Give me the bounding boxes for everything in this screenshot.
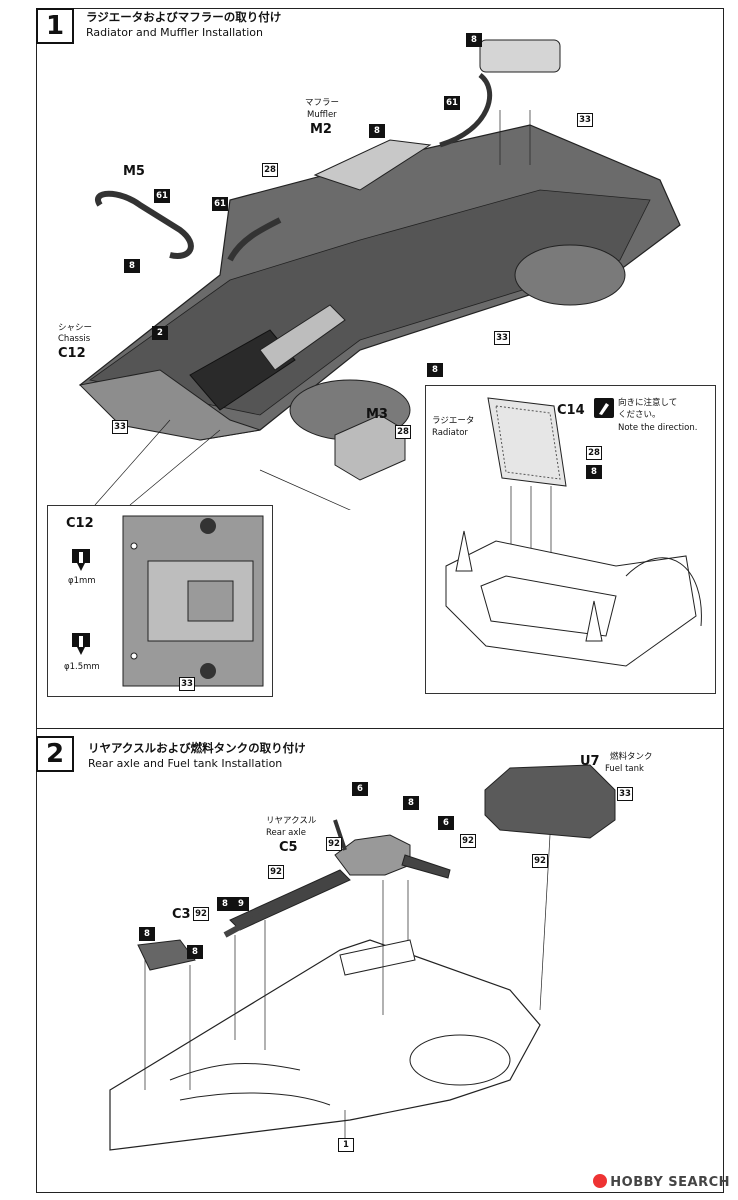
- part-code-c3: C3: [172, 907, 191, 922]
- fuel-tank-label-en: Fuel tank: [605, 764, 644, 774]
- drill-icon: [72, 633, 90, 655]
- badge-6: 6: [352, 782, 368, 796]
- part-code-u7: U7: [580, 754, 600, 769]
- drill-size-2: φ1.5mm: [64, 662, 100, 672]
- muffler-label-jp: マフラー: [305, 98, 340, 108]
- inset-code-c12: C12: [66, 516, 94, 531]
- badge-8: 8: [466, 33, 482, 47]
- badge-8: 8: [427, 363, 443, 377]
- section-divider: [36, 728, 724, 729]
- part-code-m2: M2: [310, 122, 332, 137]
- page-frame: [36, 8, 724, 1193]
- part-code-c14: C14: [557, 403, 585, 418]
- muffler-label-en: Muffler: [307, 110, 337, 120]
- step-1-title: ラジエータおよびマフラーの取り付け Radiator and Muffler I…: [86, 10, 281, 40]
- badge-33: 33: [179, 677, 195, 691]
- radiator-label-jp: ラジエータ: [432, 416, 475, 426]
- badge-33: 33: [112, 420, 128, 434]
- badge-61: 61: [212, 197, 228, 211]
- badge-92: 92: [193, 907, 209, 921]
- note-en: Note the direction.: [618, 423, 698, 433]
- watermark: HOBBY SEARCH: [593, 1174, 730, 1190]
- part-code-m5: M5: [123, 164, 145, 179]
- chassis-illustration-step1: [78, 39, 681, 510]
- step-1-title-en: Radiator and Muffler Installation: [86, 26, 263, 39]
- part-code-m3: M3: [366, 407, 388, 422]
- watermark-text: HOBBY SEARCH: [610, 1175, 730, 1190]
- badge-9: 9: [233, 897, 249, 911]
- step-2-title-en: Rear axle and Fuel tank Installation: [88, 757, 283, 770]
- badge-33: 33: [494, 331, 510, 345]
- badge-28: 28: [395, 425, 411, 439]
- badge-92: 92: [532, 854, 548, 868]
- badge-6: 6: [438, 816, 454, 830]
- rear-axle-label-en: Rear axle: [266, 828, 306, 838]
- badge-8: 8: [586, 465, 602, 479]
- badge-8: 8: [139, 927, 155, 941]
- rear-axle-label-jp: リヤアクスル: [266, 816, 317, 826]
- badge-8: 8: [187, 945, 203, 959]
- note-jp-line2: ください。: [618, 410, 661, 420]
- chassis-label-en: Chassis: [58, 334, 91, 344]
- chassis-illustration-step2: [109, 764, 616, 1151]
- badge-28: 28: [586, 446, 602, 460]
- c12-detail-inset: C12 φ1mm φ1.5mm 33: [47, 505, 273, 697]
- badge-92: 92: [268, 865, 284, 879]
- badge-8: 8: [369, 124, 385, 138]
- step-2-number: 2: [36, 736, 74, 772]
- badge-33: 33: [617, 787, 633, 801]
- fuel-tank-label-jp: 燃料タンク: [610, 752, 653, 762]
- chassis-label-jp: シャシー: [58, 323, 93, 333]
- step-1-title-jp: ラジエータおよびマフラーの取り付け: [86, 10, 282, 24]
- badge-1: 1: [338, 1138, 354, 1152]
- step-1-number: 1: [36, 8, 74, 44]
- badge-8: 8: [217, 897, 233, 911]
- caution-icon: [594, 398, 614, 418]
- drill-icon: [72, 549, 90, 571]
- radiator-label-en: Radiator: [432, 428, 468, 438]
- radiator-detail-drawing: [445, 397, 702, 667]
- step-2-title-jp: リヤアクスルおよび燃料タンクの取り付け: [88, 741, 306, 755]
- badge-33: 33: [577, 113, 593, 127]
- part-code-c12: C12: [58, 346, 86, 361]
- note-jp-line1: 向きに注意して: [618, 398, 678, 408]
- badge-8: 8: [124, 259, 140, 273]
- badge-28: 28: [262, 163, 278, 177]
- step-2-title: リヤアクスルおよび燃料タンクの取り付け Rear axle and Fuel t…: [88, 741, 306, 771]
- badge-61: 61: [444, 96, 460, 110]
- badge-92: 92: [460, 834, 476, 848]
- badge-61: 61: [154, 189, 170, 203]
- drill-size-1: φ1mm: [68, 576, 96, 586]
- part-code-c5: C5: [279, 840, 298, 855]
- badge-2: 2: [152, 326, 168, 340]
- hobby-search-logo-icon: [593, 1174, 608, 1188]
- radiator-detail-inset: ラジエータ Radiator C14 向きに注意して ください。 Note th…: [425, 385, 716, 694]
- c12-detail-drawing: [122, 515, 264, 687]
- badge-92: 92: [326, 837, 342, 851]
- badge-8: 8: [403, 796, 419, 810]
